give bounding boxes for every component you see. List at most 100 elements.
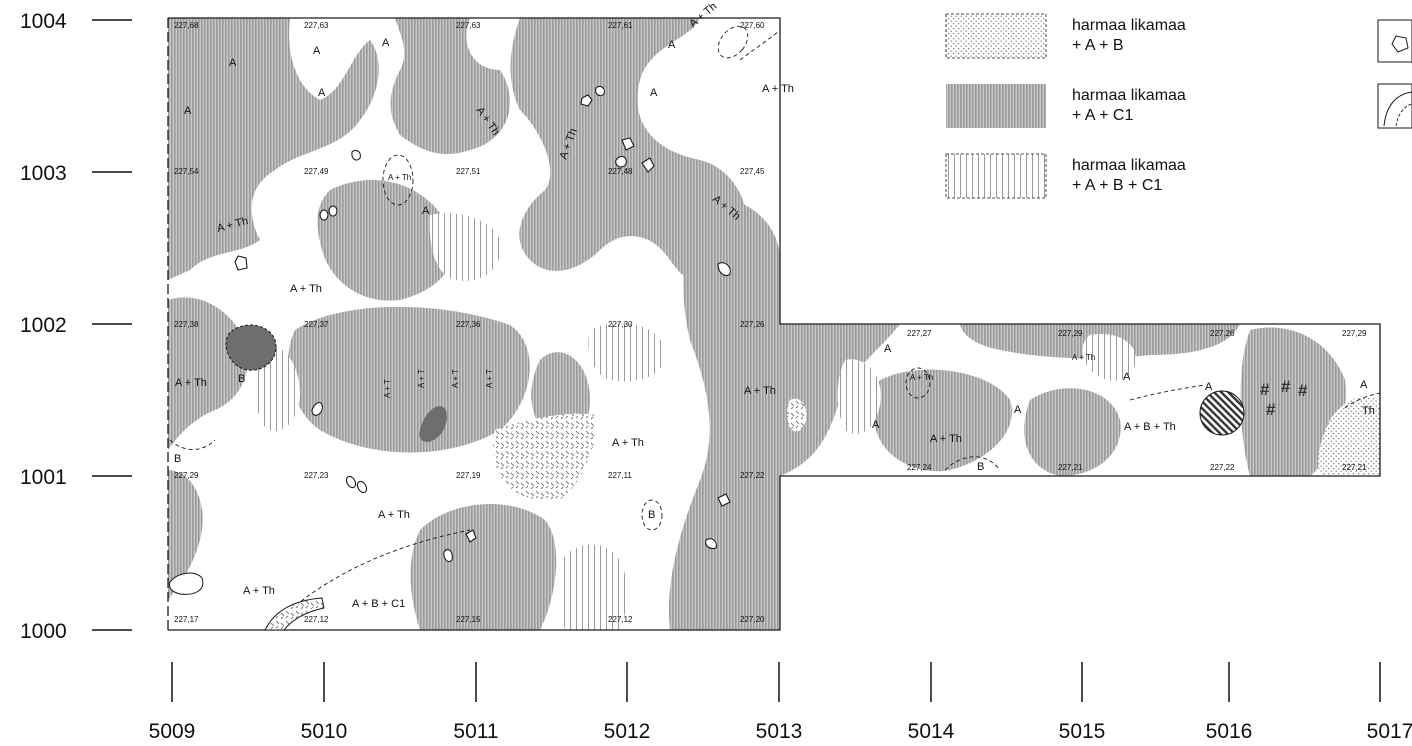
- soil-zone-gray: [168, 18, 379, 280]
- zone-label: A: [668, 39, 676, 51]
- stones: [234, 85, 731, 563]
- elevation-label: 227,49: [304, 167, 329, 176]
- zone-label: A: [313, 45, 321, 57]
- elevation-label: 227,48: [608, 167, 633, 176]
- elevation-label: 227,24: [907, 463, 932, 472]
- zone-labels: A A A A A + Th A + Th A + Th A + Th A + …: [174, 0, 1375, 610]
- x-tick-label: 5009: [149, 720, 196, 743]
- zone-label: B: [174, 453, 181, 465]
- zone-label: A + Th: [762, 83, 794, 95]
- zone-label: A + B + C1: [352, 598, 405, 610]
- y-tick: 1000: [20, 620, 132, 643]
- soil-zone-light: [837, 359, 881, 434]
- x-tick-label: 5010: [301, 720, 348, 743]
- zone-label: A + Th: [910, 373, 933, 382]
- zone-label: B: [648, 509, 655, 521]
- legend-line1: harmaa likamaa: [1072, 87, 1186, 104]
- zone-label: A: [884, 343, 892, 355]
- elevation-label: 227,15: [456, 615, 481, 624]
- zone-label: A + Th: [175, 377, 207, 389]
- zone-label: A + Th: [388, 173, 411, 182]
- x-tick-label: 5012: [604, 720, 651, 743]
- hash-markers: # # # #: [1260, 377, 1308, 419]
- elevation-label: 227,21: [1058, 463, 1083, 472]
- elevation-label: 227,54: [174, 167, 199, 176]
- pit-outline-icon: [1377, 83, 1412, 129]
- zone-label: A + T: [417, 369, 426, 388]
- zone-label: A: [422, 205, 430, 217]
- soil-zone-dashed: [787, 398, 807, 432]
- x-tick-label: 5014: [908, 720, 955, 743]
- zone-label: A: [1123, 371, 1131, 383]
- legend-line2: + A + B + C1: [1072, 177, 1162, 194]
- elevation-label: 227,30: [608, 320, 633, 329]
- y-axis: 1004 1003 1002 1001 1000: [20, 10, 132, 643]
- legend-swatch: [945, 153, 1047, 199]
- zone-label: A + T: [485, 369, 494, 388]
- soil-zone-dashed: [492, 413, 596, 501]
- elevation-label: 227,60: [740, 21, 765, 30]
- y-tick: 1003: [20, 162, 132, 185]
- legend-icons-cut: [1377, 19, 1412, 129]
- legend-item-dots: harmaa likamaa + A + B: [945, 13, 1186, 59]
- elevation-label: 227,51: [456, 167, 481, 176]
- stone-band: [264, 597, 325, 631]
- legend-line2: + A + C1: [1072, 107, 1133, 124]
- soil-zone-gray: [410, 503, 557, 630]
- y-tick-label: 1002: [20, 314, 67, 337]
- dark-feature: [419, 406, 447, 442]
- zone-label: A: [184, 105, 192, 117]
- soil-zone-dotted: [1318, 396, 1380, 476]
- elevation-label: 227,19: [456, 471, 481, 480]
- legend-item-sparse: harmaa likamaa + A + B + C1: [945, 153, 1186, 199]
- elevation-label: 227,20: [740, 615, 765, 624]
- x-tick-label: 5011: [453, 720, 498, 743]
- elevation-label: 227,29: [174, 471, 199, 480]
- x-tick-label: 5015: [1059, 720, 1106, 743]
- legend-item-dense: harmaa likamaa + A + C1: [946, 84, 1186, 128]
- y-tick: 1002: [20, 314, 132, 337]
- soil-zone-gray: [1240, 327, 1346, 476]
- zone-label: A: [1014, 404, 1022, 416]
- y-tick: 1004: [20, 10, 132, 33]
- soil-zone-gray: [317, 180, 455, 301]
- elevation-label: 227,22: [1210, 463, 1235, 472]
- legend-line1: harmaa likamaa: [1072, 17, 1186, 34]
- zone-label: B: [977, 461, 984, 473]
- zone-label: A: [318, 87, 326, 99]
- soil-zone-gray: [390, 18, 510, 155]
- x-tick-label: 5016: [1206, 720, 1253, 743]
- zone-label: A + Th: [243, 585, 275, 597]
- elevation-label: 227,29: [1058, 329, 1083, 338]
- soil-zone-light: [1082, 334, 1136, 381]
- elevation-label: 227,12: [608, 615, 633, 624]
- elevation-label: 227,27: [907, 329, 932, 338]
- elevation-label: 227,26: [740, 320, 765, 329]
- x-tick-label: 5013: [756, 720, 803, 743]
- elevation-label: 227,45: [740, 167, 765, 176]
- y-tick-label: 1003: [20, 162, 67, 185]
- zone-label: A + B + Th: [1124, 421, 1176, 433]
- elevation-label: 227,12: [304, 615, 329, 624]
- zone-label: A + T: [451, 369, 460, 388]
- soil-zone-light: [588, 322, 666, 382]
- y-tick-label: 1000: [20, 620, 67, 643]
- zone-label: A + Th: [290, 283, 322, 295]
- elevation-label: 227,26: [1210, 329, 1235, 338]
- elevation-labels: 227,68 227,63 227,63 227,61 227,60 227,5…: [174, 21, 1367, 624]
- zone-label: A + T: [383, 379, 392, 398]
- elevation-label: 227,22: [740, 471, 765, 480]
- legend: harmaa likamaa + A + B harmaa likamaa + …: [945, 13, 1412, 199]
- zone-label: Th: [1362, 405, 1375, 417]
- legend-line1: harmaa likamaa: [1072, 157, 1186, 174]
- soil-zone-gray: [288, 306, 530, 453]
- elevation-label: 227,23: [304, 471, 329, 480]
- stone-outline-icon: [1377, 19, 1412, 63]
- elevation-label: 227,63: [456, 21, 481, 30]
- zone-label: A: [1205, 381, 1213, 393]
- zone-label: A: [872, 419, 880, 431]
- elevation-label: 227,37: [304, 320, 329, 329]
- zone-label: A + Th: [378, 509, 410, 521]
- zone-label: A + Th: [744, 385, 776, 397]
